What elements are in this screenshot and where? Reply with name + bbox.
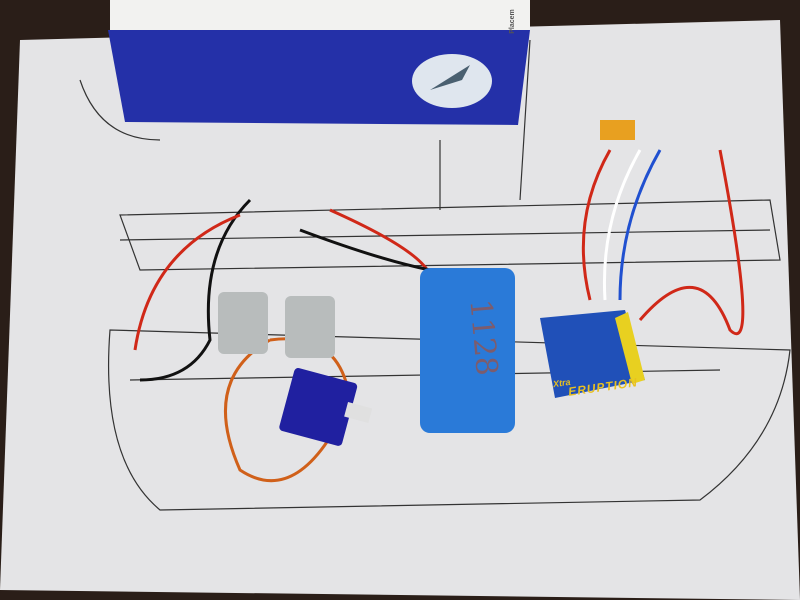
esc xyxy=(540,310,645,398)
box-side-text: Placem xyxy=(508,9,516,34)
cardboard-box xyxy=(108,0,530,125)
motor-right xyxy=(285,296,335,358)
servo xyxy=(279,368,373,446)
battery-handwriting: 1128 xyxy=(462,297,504,378)
ship-plan-paper xyxy=(0,20,800,600)
motor-left xyxy=(218,292,268,354)
wires xyxy=(133,149,745,483)
xt60-connector xyxy=(600,120,635,140)
lipo-battery xyxy=(420,268,515,433)
